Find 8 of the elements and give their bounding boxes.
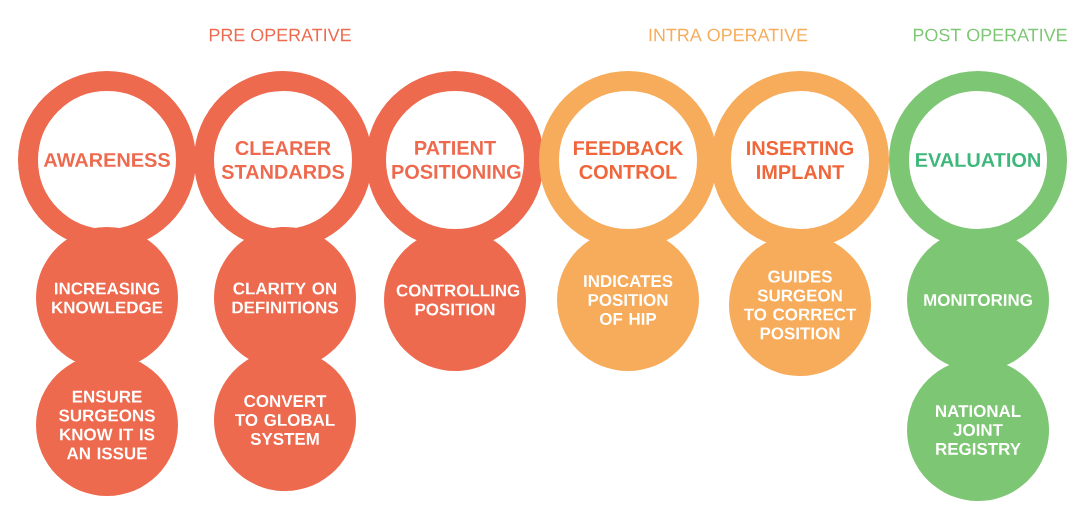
phase-heading: POST OPERATIVE (913, 28, 1067, 42)
node-label: CONVERT TO GLOBAL SYSTEM (235, 395, 335, 445)
node-label: MONITORING (924, 294, 1032, 306)
phase-heading: PRE OPERATIVE (209, 28, 351, 42)
node-label: CONTROLLING POSITION (396, 284, 520, 316)
node-label: CLARITY ON DEFINITIONS (232, 282, 338, 314)
node-label: INDICATES POSITION OF HIP (584, 275, 673, 325)
phase-heading: INTRA OPERATIVE (649, 28, 808, 42)
